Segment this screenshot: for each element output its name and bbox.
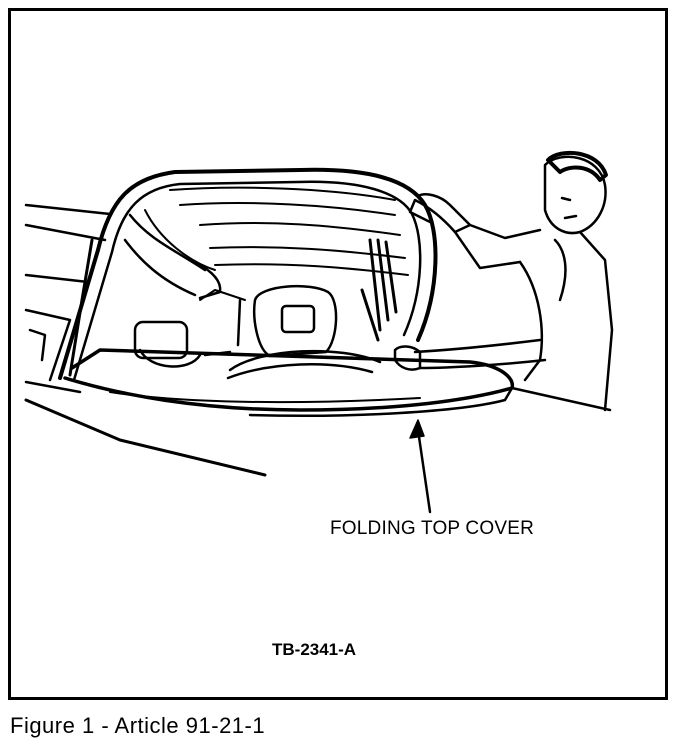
figure-frame [8,8,668,700]
figure-caption: Figure 1 - Article 91-21-1 [10,713,266,738]
rear-seats [133,284,382,380]
car-body [24,203,267,477]
arrow-icon [409,419,432,514]
reference-code: TB-2341-A [272,640,357,659]
dark-pleats [360,238,398,342]
folding-top-frame [58,167,438,382]
folding-top-cover [63,348,515,418]
person [123,150,614,412]
top-fabric-folds [144,186,409,301]
callout-label: FOLDING TOP COVER [330,518,535,539]
ground-line [510,386,612,412]
